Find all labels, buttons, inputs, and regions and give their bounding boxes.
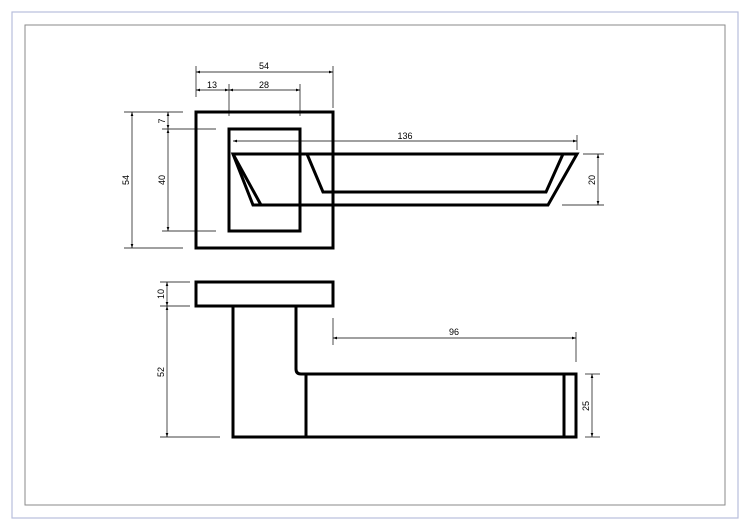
dimension-lines-side bbox=[160, 281, 600, 438]
side-view: 10 52 96 25 bbox=[156, 280, 600, 439]
dim-lever-length: 136 bbox=[397, 131, 412, 141]
dim-offset-left: 13 bbox=[207, 80, 217, 90]
inner-square bbox=[227, 127, 302, 233]
rose-outline bbox=[194, 110, 335, 250]
sheet-border bbox=[11, 11, 739, 519]
lever-inner-face bbox=[305, 153, 565, 194]
top-view: 54 13 28 136 54 7 40 20 bbox=[121, 61, 604, 250]
dim-lever-thickness: 25 bbox=[581, 401, 591, 411]
lever-bevel-line bbox=[231, 153, 263, 206]
dim-lever-projection: 96 bbox=[449, 327, 459, 337]
rose-side bbox=[194, 280, 335, 308]
lever-side-outline bbox=[231, 306, 578, 439]
dim-rose-thickness: 10 bbox=[156, 289, 166, 299]
dim-rose-width: 54 bbox=[259, 61, 269, 71]
dimension-lines bbox=[124, 66, 604, 249]
lever-outline bbox=[230, 152, 580, 207]
drawing-frame bbox=[24, 24, 726, 506]
dim-inner-width: 28 bbox=[259, 80, 269, 90]
dim-lever-width: 20 bbox=[587, 175, 597, 185]
dim-offset-top: 7 bbox=[157, 118, 167, 123]
dim-inner-height: 40 bbox=[157, 175, 167, 185]
dim-rose-height: 54 bbox=[121, 175, 131, 185]
dim-stem-height: 52 bbox=[156, 367, 166, 377]
